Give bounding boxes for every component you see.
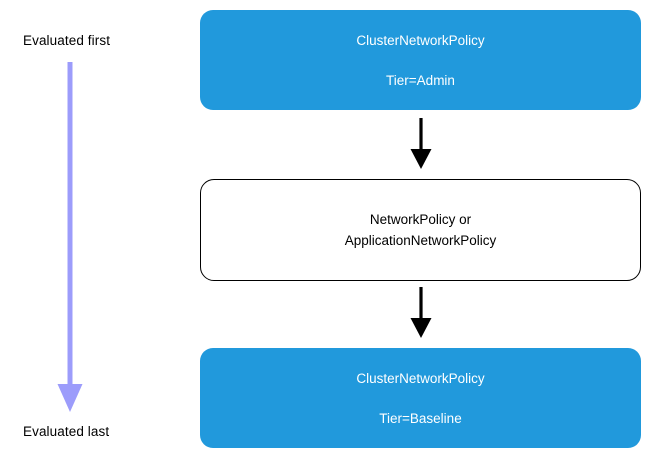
node-admin-tier: Tier=Admin xyxy=(386,72,455,88)
node-middle-line-1: NetworkPolicy or xyxy=(369,212,472,227)
evaluated-first-label: Evaluated first xyxy=(23,33,111,48)
node-baseline-title: ClusterNetworkPolicy xyxy=(356,370,485,386)
node-cluster-network-policy-admin: ClusterNetworkPolicy Tier=Admin xyxy=(200,10,641,110)
evaluation-order-arrow-icon xyxy=(57,62,83,412)
down-arrow-icon-admin-to-middle xyxy=(410,118,432,169)
node-cluster-network-policy-baseline: ClusterNetworkPolicy Tier=Baseline xyxy=(200,348,641,448)
node-admin-title: ClusterNetworkPolicy xyxy=(356,32,485,48)
node-middle-line-2: ApplicationNetworkPolicy xyxy=(344,233,497,248)
node-network-policy-or-application-network-policy: NetworkPolicy or ApplicationNetworkPolic… xyxy=(200,179,641,281)
evaluated-last-label: Evaluated last xyxy=(23,424,110,439)
down-arrow-icon-middle-to-baseline xyxy=(410,287,432,338)
node-baseline-tier: Tier=Baseline xyxy=(379,410,462,426)
